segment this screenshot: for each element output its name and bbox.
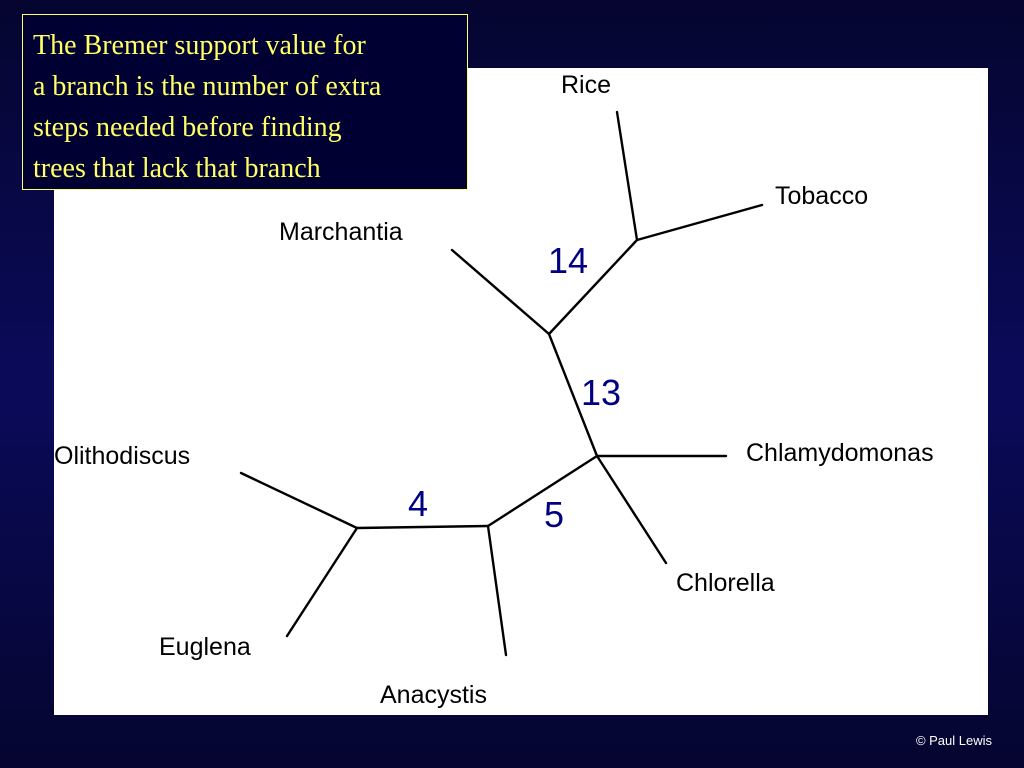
taxon-label-rice: Rice xyxy=(561,71,611,99)
taxon-label-tobacco: Tobacco xyxy=(775,182,868,210)
taxon-label-anacystis: Anacystis xyxy=(380,681,487,709)
callout-line: a branch is the number of extra xyxy=(33,71,382,102)
branch-anacystis-group-internal xyxy=(486,454,599,528)
taxon-label-chlorella: Chlorella xyxy=(676,569,775,597)
support-value-land-plants: 13 xyxy=(581,372,621,413)
taxon-label-olithodiscus: Olithodiscus xyxy=(54,442,190,470)
taxon-label-euglena: Euglena xyxy=(159,633,251,661)
branch-olithodiscus xyxy=(239,471,359,530)
branch-olithodiscus-euglena-internal xyxy=(355,524,490,530)
support-value-rice-tobacco: 14 xyxy=(548,240,588,281)
branch-land-plants-internal xyxy=(547,332,599,458)
copyright-notice: © Paul Lewis xyxy=(915,733,992,748)
support-value-anacystis-group: 5 xyxy=(544,494,564,535)
branch-anacystis xyxy=(486,524,508,657)
callout-line: steps needed before finding xyxy=(33,112,342,143)
branch-marchantia xyxy=(450,248,551,336)
taxon-label-chlamydomonas: Chlamydomonas xyxy=(746,439,934,467)
support-value-olithodiscus-euglena: 4 xyxy=(408,483,428,524)
branch-tobacco xyxy=(635,203,764,242)
branch-rice xyxy=(615,110,639,242)
branch-chlorella xyxy=(595,454,668,565)
branch-euglena xyxy=(285,526,359,638)
callout-line: The Bremer support value for xyxy=(33,30,366,61)
taxon-label-marchantia: Marchantia xyxy=(279,218,403,246)
branch-rice-tobacco-internal xyxy=(547,238,639,336)
callout-line: trees that lack that branch xyxy=(33,153,321,184)
definition-callout: The Bremer support value for a branch is… xyxy=(22,14,468,190)
